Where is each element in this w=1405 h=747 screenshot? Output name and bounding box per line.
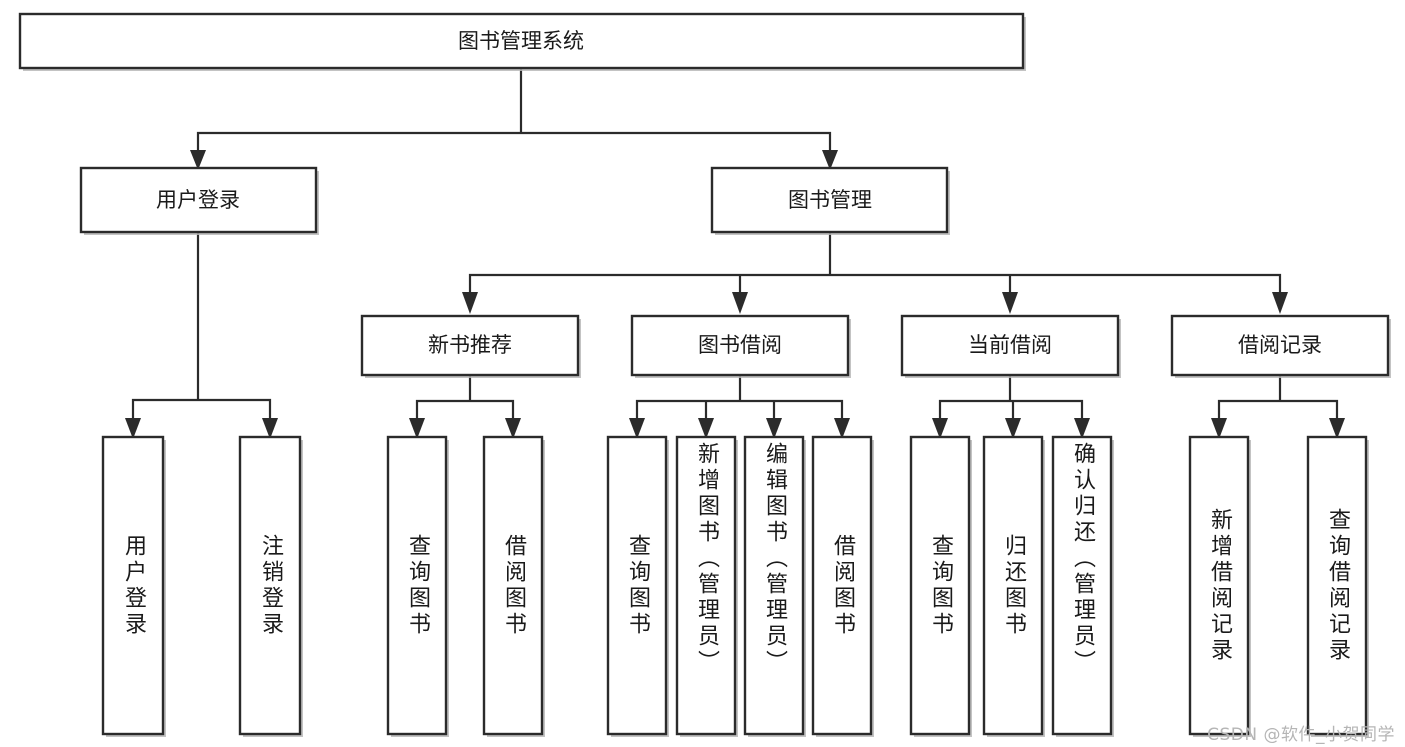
arrowhead-cb-leaf-1 — [932, 418, 948, 439]
node-user-login[interactable]: 用户登录 — [79, 166, 319, 235]
node-current-borrow[interactable]: 当前借阅 — [900, 314, 1121, 378]
watermark-text: CSDN @软件_小贺同学 — [1207, 725, 1395, 745]
node-book-management[interactable]: 图书管理 — [710, 166, 950, 235]
connector-book-manage-trunk — [468, 230, 1282, 297]
node-layer: 图书管理系统 用户登录 图书管理 新书推荐 — [18, 12, 1391, 737]
arrowhead-leaf-logout — [262, 418, 278, 439]
leaf-node-borrow-book-bb[interactable] — [811, 435, 874, 737]
arrowhead-br-leaf-1 — [1211, 418, 1227, 439]
arrowhead-bb-leaf-3 — [766, 418, 782, 439]
arrowhead-nb-leaf-2 — [505, 418, 521, 439]
arrowhead-to-current-borrow — [1002, 292, 1018, 314]
leaf-node-return-book[interactable] — [982, 435, 1045, 737]
arrowhead-bb-leaf-1 — [629, 418, 645, 439]
leaf-box-layer — [101, 435, 1369, 737]
leaf-node-user-login[interactable] — [101, 435, 166, 737]
leaf-node-add-borrow-record[interactable] — [1188, 435, 1251, 737]
arrowhead-to-borrow-record — [1272, 292, 1288, 314]
arrowhead-to-new-book — [462, 292, 478, 314]
arrowhead-nb-leaf-1 — [409, 418, 425, 439]
arrowhead-to-book-borrow — [732, 292, 748, 314]
node-book-management-label: 图书管理 — [788, 188, 872, 212]
leaf-node-edit-book-admin[interactable] — [743, 435, 806, 737]
arrowhead-to-book-manage — [822, 150, 838, 170]
arrowhead-bb-leaf-2 — [698, 418, 714, 439]
arrowhead-to-user-login — [190, 150, 206, 170]
leaf-node-logout[interactable] — [238, 435, 303, 737]
arrowhead-br-leaf-2 — [1329, 418, 1345, 439]
leaf-node-add-book-admin[interactable] — [675, 435, 738, 737]
leaf-node-confirm-return-admin[interactable] — [1051, 435, 1114, 737]
connector-root-trunk — [196, 66, 832, 154]
leaf-node-query-borrow-record[interactable] — [1306, 435, 1369, 737]
arrowhead-bb-leaf-4 — [834, 418, 850, 439]
arrowhead-leaf-user-login — [125, 418, 141, 439]
arrowhead-cb-leaf-2 — [1005, 418, 1021, 439]
leaf-node-query-book-nb[interactable] — [386, 435, 449, 737]
leaf-node-borrow-book-nb[interactable] — [482, 435, 545, 737]
connector-new-book-trunk — [415, 373, 515, 422]
connector-borrow-record-trunk — [1217, 373, 1339, 422]
node-current-borrow-label: 当前借阅 — [968, 333, 1052, 357]
connector-user-login-trunk — [131, 230, 272, 422]
node-borrow-record-label: 借阅记录 — [1238, 333, 1322, 357]
leaf-node-query-book-bb[interactable] — [606, 435, 669, 737]
node-book-borrow-label: 图书借阅 — [698, 333, 782, 357]
node-user-login-label: 用户登录 — [156, 188, 240, 212]
node-book-borrow[interactable]: 图书借阅 — [630, 314, 851, 378]
connector-current-borrow-trunk — [938, 373, 1084, 422]
node-new-book-recommend-label: 新书推荐 — [428, 333, 512, 357]
connector-book-borrow-trunk — [635, 373, 844, 422]
arrowhead-cb-leaf-3 — [1074, 418, 1090, 439]
connector-layer — [125, 66, 1345, 439]
node-root[interactable]: 图书管理系统 — [18, 12, 1026, 71]
node-root-label: 图书管理系统 — [458, 29, 584, 53]
node-new-book-recommend[interactable]: 新书推荐 — [360, 314, 581, 378]
leaf-node-query-book-cb[interactable] — [909, 435, 972, 737]
node-borrow-record[interactable]: 借阅记录 — [1170, 314, 1391, 378]
